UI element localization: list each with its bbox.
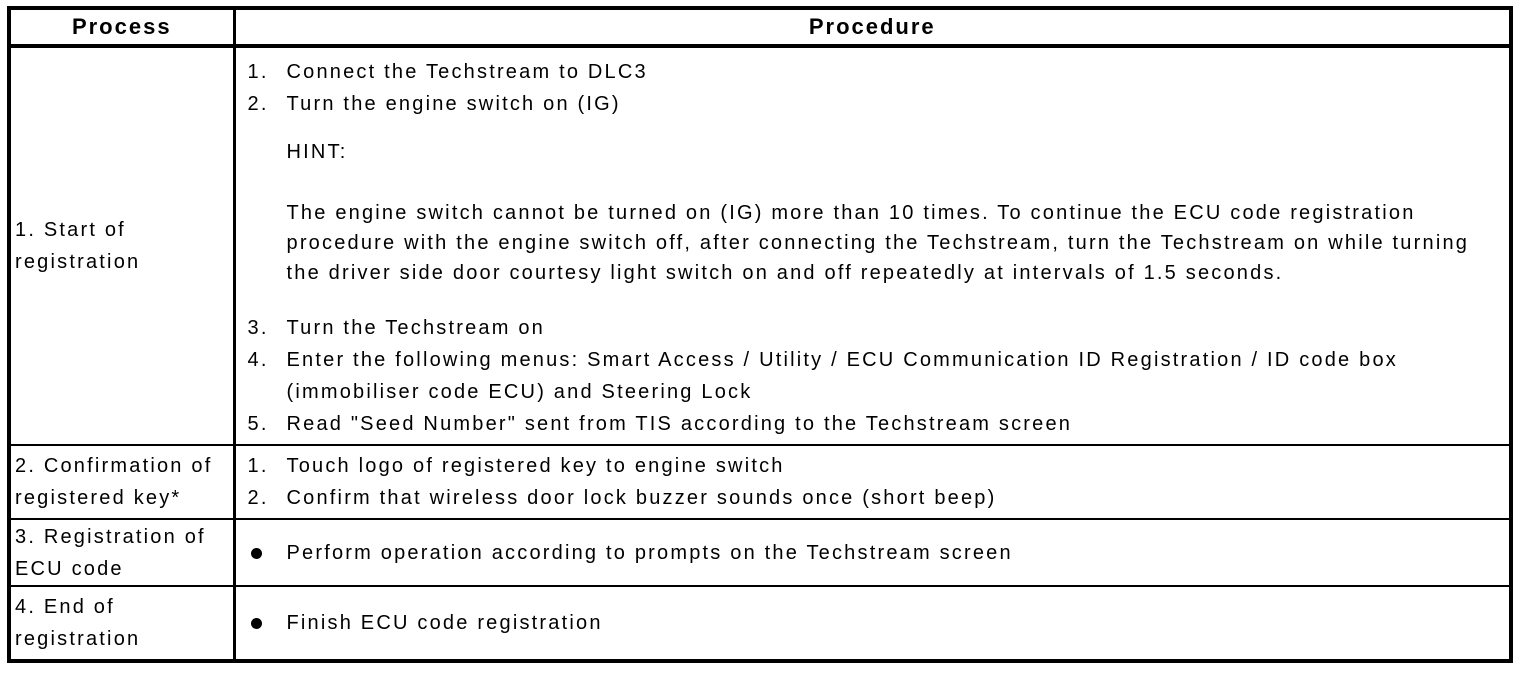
process-cell: 2. Confirmation of registered key* <box>9 444 234 519</box>
bullet-text: Finish ECU code registration <box>286 612 603 634</box>
step-number: 1. <box>247 61 269 83</box>
paragraph-line: the driver side door courtesy light swit… <box>286 262 1284 284</box>
step-text: Turn the engine switch on (IG) <box>286 93 621 115</box>
procedure-cell: 1. Connect the Techstream to DLC3 2. Tur… <box>232 45 1511 445</box>
procedure-cell: Perform operation according to prompts o… <box>232 518 1511 586</box>
bullet-item: Perform operation according to prompts o… <box>248 537 1506 569</box>
procedure-cell: Finish ECU code registration <box>232 585 1511 661</box>
step-text-line: Enter the following menus: Smart Access … <box>286 349 1398 371</box>
procedure-step: 2. Turn the engine switch on (IG) <box>248 88 1506 120</box>
header-row: Process Procedure <box>9 8 1511 48</box>
procedure-step: 4. Enter the following menus: Smart Acce… <box>248 344 1506 408</box>
col-header-procedure: Procedure <box>232 8 1511 48</box>
table-row-registration-of-ecu-code: 3. Registration of ECU code Perform oper… <box>9 518 1511 586</box>
step-text: Enter the following menus: Smart Access … <box>287 344 1506 408</box>
step-text: Connect the Techstream to DLC3 <box>286 61 648 83</box>
step-text-line: (immobiliser code ECU) and Steering Lock <box>286 381 753 403</box>
procedure-step: 2. Confirm that wireless door lock buzze… <box>248 482 1506 514</box>
procedure-step: 1. Touch logo of registered key to engin… <box>248 450 1506 482</box>
hint-label: HINT: <box>286 141 348 163</box>
step-number: 2. <box>247 487 269 509</box>
process-cell: 4. End of registration <box>9 585 234 661</box>
step-number: 1. <box>247 455 269 477</box>
table-row-start-of-registration: 1. Start of registration 1. Connect the … <box>9 45 1511 445</box>
step-text: Confirm that wireless door lock buzzer s… <box>286 487 997 509</box>
bullet-icon <box>248 537 287 569</box>
step-text: Touch logo of registered key to engine s… <box>286 455 785 477</box>
procedure-step: 1. Connect the Techstream to DLC3 <box>248 56 1506 88</box>
step-text: Read "Seed Number" sent from TIS accordi… <box>286 413 1073 435</box>
step-number: 3. <box>247 317 269 339</box>
paragraph-line: The engine switch cannot be turned on (I… <box>286 202 1416 224</box>
step-text: Turn the Techstream on <box>286 317 546 339</box>
procedure-table: Process Procedure 1. Start of registrati… <box>7 6 1513 663</box>
process-cell: 3. Registration of ECU code <box>9 518 234 586</box>
step-number: 2. <box>247 93 269 115</box>
bullet-text: Perform operation according to prompts o… <box>286 541 1013 564</box>
step-number: 5. <box>247 413 269 435</box>
col-header-process: Process <box>9 8 234 48</box>
procedure-cell: 1. Touch logo of registered key to engin… <box>232 444 1511 519</box>
table-row-confirmation-of-registered-key: 2. Confirmation of registered key* 1. To… <box>9 444 1511 519</box>
step-number: 4. <box>247 349 269 371</box>
procedure-step: 3. Turn the Techstream on <box>248 312 1506 344</box>
procedure-step: 5. Read "Seed Number" sent from TIS acco… <box>248 408 1506 440</box>
hint-paragraph: The engine switch cannot be turned on (I… <box>287 198 1506 288</box>
table-row-end-of-registration: 4. End of registration Finish ECU code r… <box>9 585 1511 661</box>
bullet-icon <box>248 607 287 639</box>
process-cell: 1. Start of registration <box>9 45 234 445</box>
paragraph-line: procedure with the engine switch off, af… <box>286 232 1470 254</box>
bullet-item: Finish ECU code registration <box>248 607 1506 639</box>
